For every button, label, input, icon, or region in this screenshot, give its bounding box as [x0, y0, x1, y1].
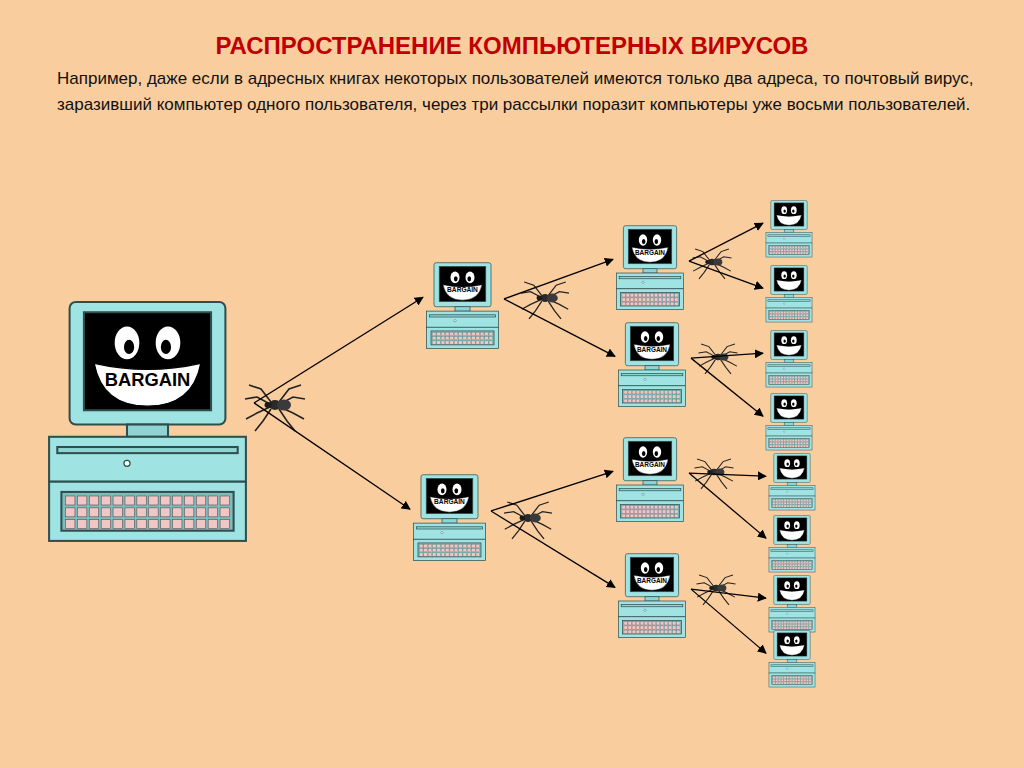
infection-arrow — [491, 471, 613, 511]
infection-arrow — [689, 223, 763, 261]
infected-computer — [768, 630, 816, 688]
infection-arrow — [691, 358, 763, 416]
computer-icon — [617, 322, 687, 408]
infection-arrow — [691, 353, 763, 358]
title: РАСПРОСТРАНЕНИЕ КОМПЬЮТЕРНЫХ ВИРУСОВ — [0, 32, 1024, 60]
screen-text: BARGAIN — [635, 462, 665, 468]
spider — [245, 385, 305, 431]
screen-text: BARGAIN — [637, 347, 667, 353]
spider — [521, 282, 569, 319]
infection-arrow — [691, 589, 766, 653]
infection-arrow — [504, 259, 613, 299]
computer-icon — [768, 515, 816, 573]
computer-icon — [617, 553, 687, 639]
infected-computer: BARGAIN — [425, 262, 500, 350]
screen-text: BARGAIN — [434, 499, 465, 506]
computer-icon — [765, 330, 813, 388]
infected-computer — [765, 265, 813, 323]
infected-computer — [765, 330, 813, 388]
computer-icon — [768, 575, 816, 633]
screen-text: BARGAIN — [105, 371, 191, 389]
infection-arrow — [491, 511, 615, 587]
computer-icon — [765, 265, 813, 323]
infected-computer: BARGAIN — [615, 437, 685, 523]
infected-computer — [768, 575, 816, 633]
infected-computer — [768, 515, 816, 573]
infected-computer: BARGAIN — [45, 300, 250, 545]
computer-icon — [765, 200, 813, 258]
infection-arrow — [689, 473, 766, 538]
screen-text: BARGAIN — [635, 250, 665, 256]
infection-arrow — [254, 403, 410, 509]
infected-computer: BARGAIN — [412, 474, 487, 562]
screen-text: BARGAIN — [447, 287, 478, 294]
infected-computer: BARGAIN — [617, 553, 687, 639]
computer-icon — [412, 474, 487, 562]
note-text: Например, даже если в адресных книгах не… — [57, 66, 982, 118]
infection-arrow — [691, 589, 766, 598]
computer-icon — [765, 393, 813, 451]
infection-arrow — [689, 261, 763, 288]
computer-icon — [768, 630, 816, 688]
infected-computer — [768, 453, 816, 511]
computer-icon — [615, 225, 685, 311]
infection-arrow — [254, 297, 423, 403]
infection-arrow — [689, 473, 766, 476]
infected-computer: BARGAIN — [615, 225, 685, 311]
infected-computer — [765, 200, 813, 258]
infection-arrow — [504, 299, 615, 356]
infected-computer — [765, 393, 813, 451]
screen-text: BARGAIN — [637, 578, 667, 584]
computer-icon — [45, 300, 250, 545]
computer-icon — [768, 453, 816, 511]
infected-computer: BARGAIN — [617, 322, 687, 408]
computer-icon — [615, 437, 685, 523]
computer-icon — [425, 262, 500, 350]
